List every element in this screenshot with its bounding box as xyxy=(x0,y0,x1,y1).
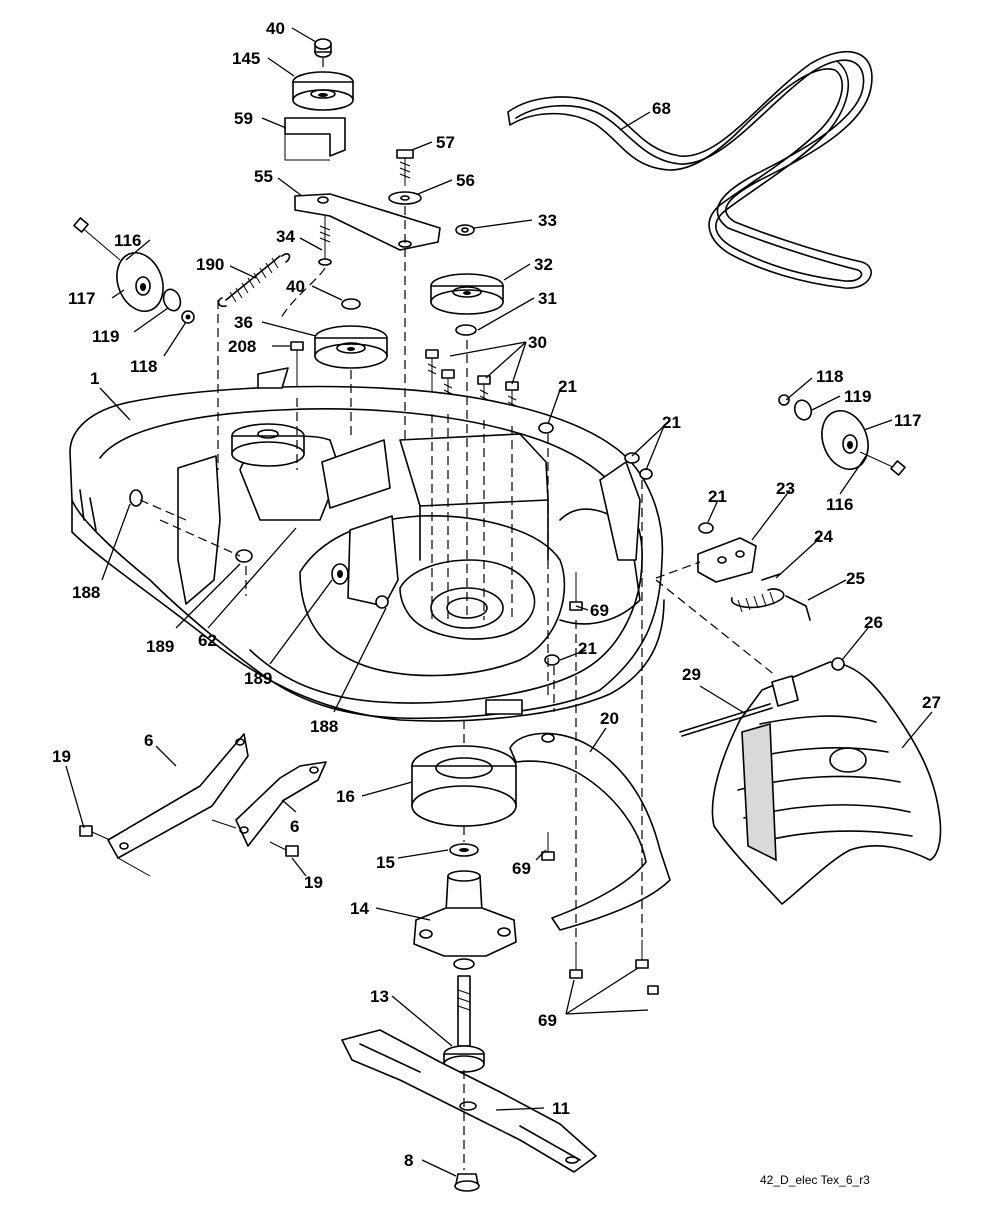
callout-31: 31 xyxy=(538,289,557,308)
callout-32: 32 xyxy=(534,255,553,274)
callout-59: 59 xyxy=(234,109,253,128)
callout-55: 55 xyxy=(254,167,273,186)
callout-57: 57 xyxy=(436,133,455,152)
callout-26: 26 xyxy=(864,613,883,632)
callout-21a: 21 xyxy=(558,377,577,396)
chute-rod xyxy=(679,657,845,737)
callout-8: 8 xyxy=(404,1151,413,1170)
callout-6b: 6 xyxy=(290,817,299,836)
baffle-plate xyxy=(509,732,671,931)
callout-69a: 69 xyxy=(590,601,609,620)
spindle-assembly xyxy=(411,745,517,1073)
callout-16: 16 xyxy=(336,787,355,806)
callout-21c: 21 xyxy=(708,487,727,506)
shoulder-bolt xyxy=(318,216,332,266)
callout-27: 27 xyxy=(922,693,941,712)
callout-24: 24 xyxy=(814,527,833,546)
callout-118a: 118 xyxy=(130,357,157,376)
spindle-pulley xyxy=(430,224,504,336)
callout-188b: 188 xyxy=(310,717,338,736)
callout-118b: 118 xyxy=(816,367,843,386)
callout-34: 34 xyxy=(276,227,295,246)
callout-11: 11 xyxy=(552,1099,570,1118)
drawing-reference: 42_D_elec Tex_6_r3 xyxy=(760,1173,870,1187)
hex-bolts-19 xyxy=(79,825,299,857)
callout-20: 20 xyxy=(600,709,619,728)
callout-19a: 19 xyxy=(52,747,71,766)
callout-189b: 189 xyxy=(244,669,272,688)
mounting-bolts xyxy=(425,349,519,424)
spacer-bracket xyxy=(284,117,346,161)
callout-208: 208 xyxy=(228,337,256,356)
callout-190: 190 xyxy=(196,255,224,274)
callout-189a: 189 xyxy=(146,637,174,656)
callout-14: 14 xyxy=(350,899,369,918)
belt-guard-front xyxy=(107,733,249,877)
callout-40b: 40 xyxy=(286,277,305,296)
mower-blade xyxy=(341,1029,597,1173)
bolt-and-washer xyxy=(388,149,422,205)
assembly-lines xyxy=(139,58,777,1170)
callout-69c: 69 xyxy=(538,1011,557,1030)
leader-lines xyxy=(65,27,933,1177)
callout-15: 15 xyxy=(376,853,395,872)
callout-19b: 19 xyxy=(304,873,323,892)
callout-116a: 116 xyxy=(114,231,141,250)
idler-pulley-top xyxy=(292,38,354,111)
callout-188a: 188 xyxy=(72,583,100,602)
callout-23: 23 xyxy=(776,479,795,498)
callout-30: 30 xyxy=(528,333,547,352)
callout-62: 62 xyxy=(198,631,217,650)
callout-69b: 69 xyxy=(512,859,531,878)
gauge-wheel-right xyxy=(778,394,906,476)
callout-29: 29 xyxy=(682,665,701,684)
callout-1: 1 xyxy=(90,369,99,388)
discharge-chute xyxy=(711,661,942,905)
idler-pulley-lower xyxy=(314,298,388,369)
idler-arm xyxy=(294,193,441,251)
callout-40a: 40 xyxy=(266,19,285,38)
callout-145: 145 xyxy=(232,49,260,68)
callout-119a: 119 xyxy=(92,327,119,346)
callout-21b: 21 xyxy=(662,413,681,432)
callout-116b: 116 xyxy=(826,495,853,514)
callout-33: 33 xyxy=(538,211,557,230)
chute-spring xyxy=(731,588,811,621)
chute-bracket xyxy=(697,537,781,583)
callout-56: 56 xyxy=(456,171,475,190)
callout-117a: 117 xyxy=(68,289,95,308)
blade-bolt xyxy=(454,1173,480,1192)
callout-6a: 6 xyxy=(144,731,153,750)
callout-25: 25 xyxy=(846,569,865,588)
callout-13: 13 xyxy=(370,987,389,1006)
callout-117b: 117 xyxy=(894,411,921,430)
hardware-69-21 xyxy=(538,422,714,995)
callout-36: 36 xyxy=(234,313,253,332)
drive-belt xyxy=(507,50,873,289)
mower-deck-housing xyxy=(69,367,665,722)
gauge-wheel-left xyxy=(73,217,195,324)
tension-spring xyxy=(217,253,291,308)
callout-68: 68 xyxy=(652,99,671,118)
callout-labels: 40 145 59 57 56 55 33 34 32 190 31 40 36… xyxy=(52,19,941,1170)
belt-guard-rear xyxy=(211,761,327,847)
callout-119b: 119 xyxy=(844,387,871,406)
callout-21d: 21 xyxy=(578,639,597,658)
